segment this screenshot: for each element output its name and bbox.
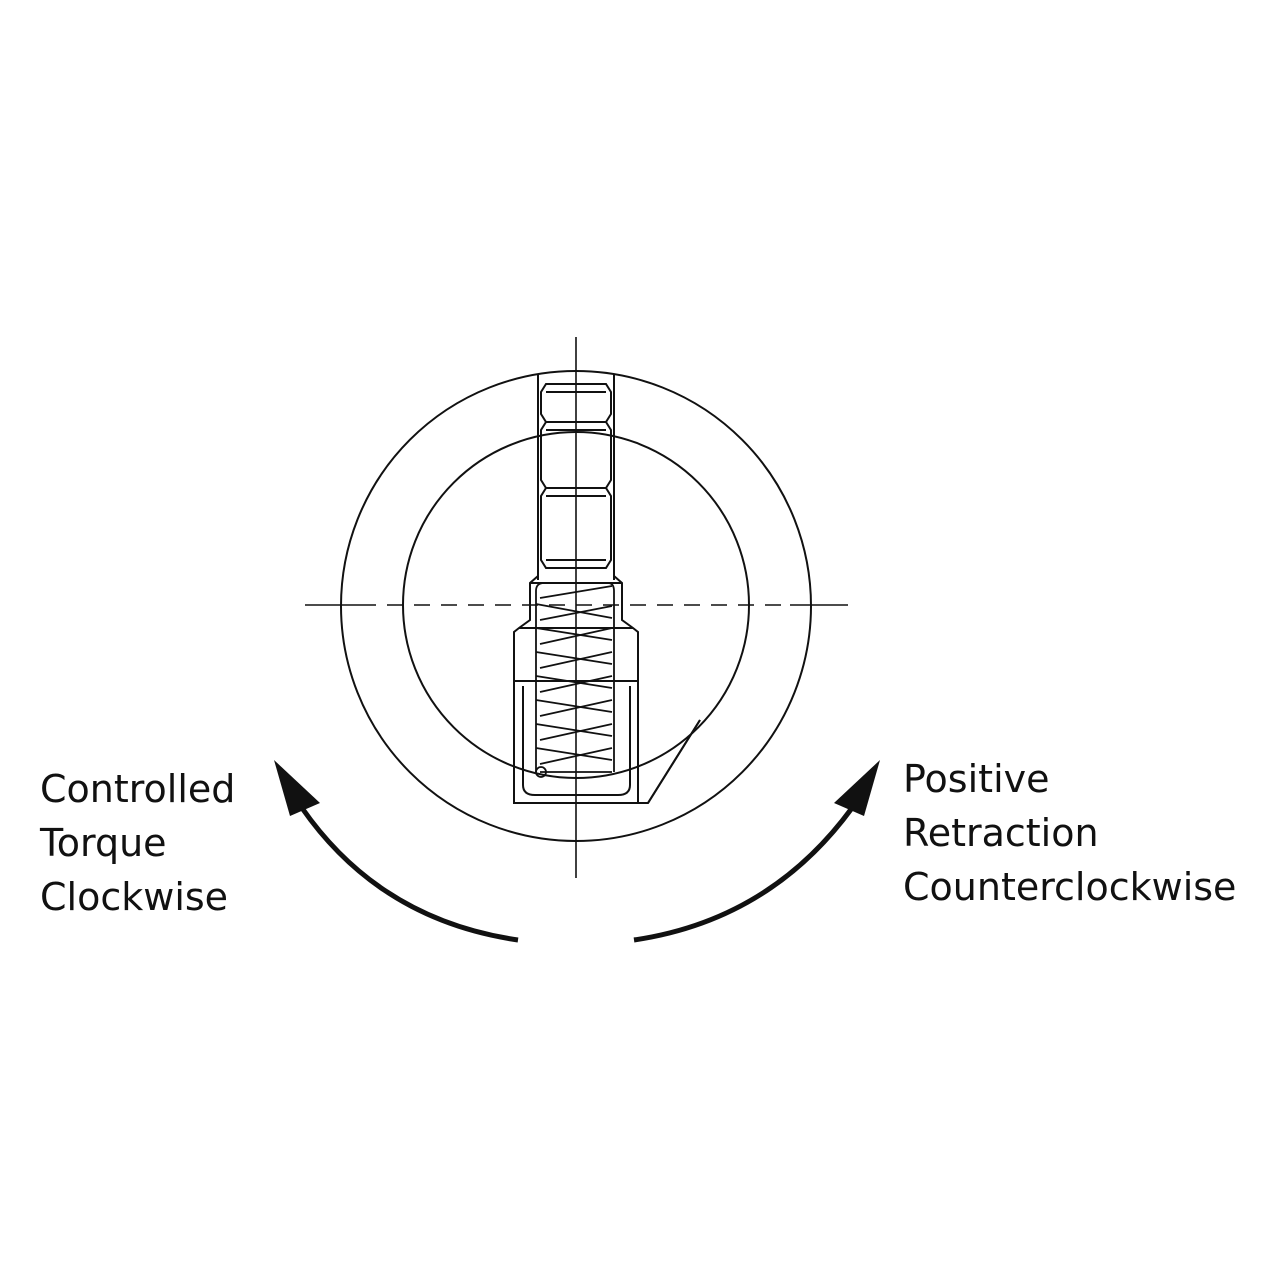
left-label-line-2: Torque bbox=[40, 821, 167, 865]
plunger-icon bbox=[537, 371, 615, 580]
right-label-line-2: Retraction bbox=[903, 811, 1099, 855]
curved-arrow-left-icon bbox=[274, 760, 519, 943]
right-label-line-3: Counterclockwise bbox=[903, 865, 1237, 909]
centerline-icon bbox=[305, 337, 848, 878]
right-label-line-1: Positive bbox=[903, 757, 1050, 801]
controlled-torque-label: Controlled Torque Clockwise bbox=[40, 762, 235, 924]
curved-arrow-right-icon bbox=[633, 760, 880, 943]
spring-icon bbox=[535, 582, 615, 778]
positive-retraction-label: Positive Retraction Counterclockwise bbox=[903, 752, 1236, 914]
left-label-line-1: Controlled bbox=[40, 767, 236, 811]
left-label-line-3: Clockwise bbox=[40, 875, 229, 919]
collar-outline bbox=[513, 575, 701, 804]
